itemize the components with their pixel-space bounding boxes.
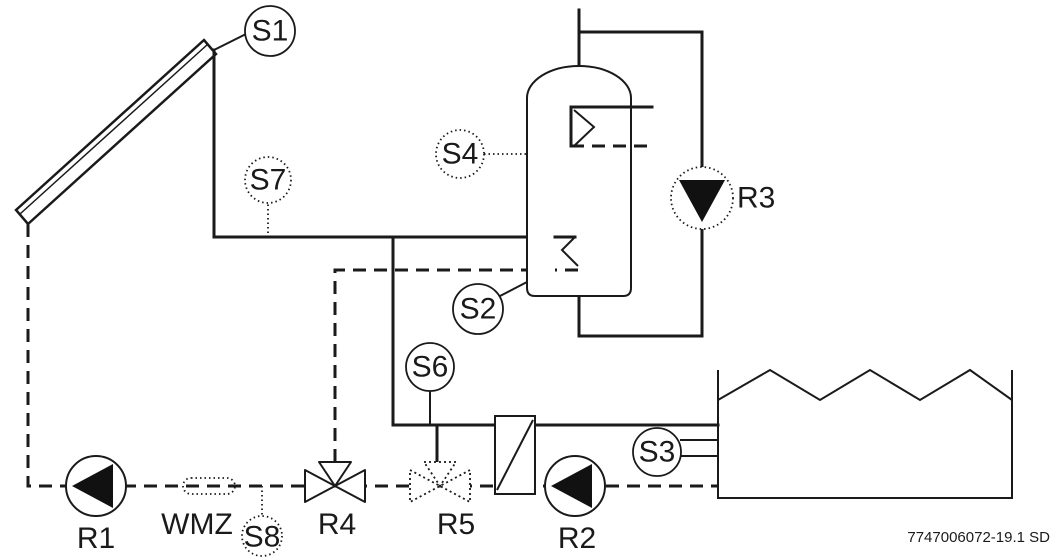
pump-r1-icon	[65, 455, 127, 517]
sensor-s7-label: S7	[250, 164, 287, 197]
heat-meter-icon	[182, 477, 236, 495]
valve-r4-label: R4	[318, 508, 356, 541]
return-pipes	[26, 224, 718, 488]
pump-r2-label: R2	[558, 522, 596, 555]
sensor-s4-label: S4	[442, 138, 479, 171]
sensor-s2: S2	[452, 283, 504, 335]
tank-solar-heat-exchanger	[553, 235, 579, 272]
flow-pipes	[212, 8, 720, 427]
sensor-s2-label: S2	[460, 293, 497, 326]
heat-meter-label: WMZ	[161, 508, 233, 541]
three-way-valve-r5-icon	[409, 425, 471, 504]
sensor-s4: S4	[435, 129, 485, 179]
sensor-leaders	[213, 32, 718, 518]
solar-collector	[14, 38, 218, 226]
sensor-s6: S6	[405, 342, 455, 392]
pump-r2-icon	[544, 455, 606, 517]
valve-r5-label: R5	[437, 508, 475, 541]
plate-heat-exchanger-icon	[494, 415, 536, 495]
sensor-s3-label: S3	[639, 436, 676, 469]
swimming-pool	[717, 368, 1013, 499]
tank-upper-heat-exchanger	[569, 105, 654, 148]
sensor-s1: S1	[244, 5, 296, 57]
sensor-s6-label: S6	[412, 351, 449, 384]
sensor-s1-label: S1	[252, 15, 289, 48]
storage-tank	[526, 65, 632, 297]
pump-r3-icon	[670, 166, 734, 230]
pump-r1-label: R1	[77, 522, 115, 555]
reference-code: 7747006072-19.1 SD	[907, 529, 1050, 546]
sensor-s8: S8	[241, 515, 283, 557]
sensor-s7: S7	[244, 156, 292, 204]
three-way-valve-r4-icon	[304, 461, 366, 503]
sensor-s3: S3	[632, 427, 682, 477]
sensor-s8-label: S8	[244, 521, 281, 554]
pump-r3-label: R3	[737, 182, 775, 215]
